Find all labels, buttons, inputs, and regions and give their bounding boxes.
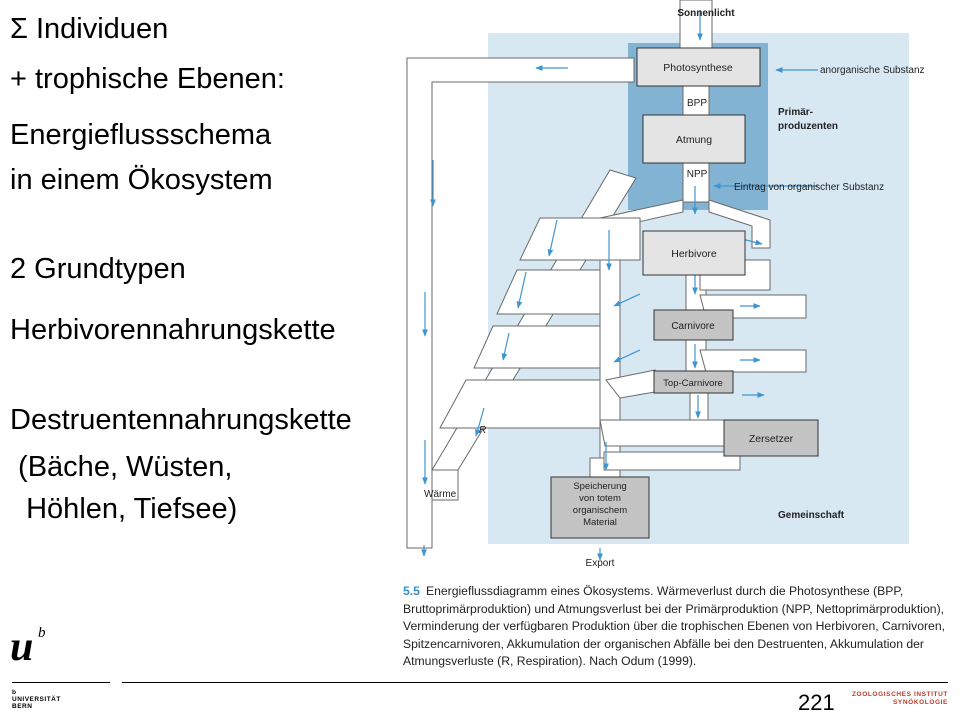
box-top-carnivore	[653, 370, 734, 394]
university-logo-u: u	[10, 624, 34, 670]
slide-line-2: + trophische Ebenen:	[10, 63, 285, 95]
label-zersetzer: Zersetzer	[749, 433, 794, 445]
label-carnivore: Carnivore	[671, 321, 715, 332]
institute-name-1: ZOOLOGISCHES INSTITUT	[851, 691, 948, 698]
label-gemeinschaft: Gemeinschaft	[778, 510, 845, 521]
label-atmung: Atmung	[676, 134, 712, 146]
label-primaer-1: Primär-	[778, 107, 813, 118]
label-eintrag: Eintrag von organischer Substanz	[734, 182, 884, 193]
label-anorganische: anorganische Substanz	[820, 65, 925, 76]
institute-name-2: SYNÖKOLOGIE	[893, 699, 948, 706]
box-zersetzer	[723, 419, 819, 457]
page-number: 221	[798, 690, 835, 715]
slide-line-3: Energieflussschema	[10, 119, 272, 151]
label-speicherung-2: von totem	[579, 493, 621, 504]
box-herbivore	[642, 230, 746, 276]
label-speicherung-4: Material	[583, 517, 617, 528]
university-name-2: BERN	[12, 703, 33, 710]
label-npp: NPP	[687, 169, 708, 180]
label-waerme: Wärme	[424, 489, 457, 500]
label-speicherung-1: Speicherung	[573, 481, 626, 492]
slide-line-6: Herbivorennahrungskette	[10, 314, 336, 346]
university-name-b: b	[12, 689, 17, 696]
slide-line-5: 2 Grundtypen	[10, 253, 186, 285]
label-bpp: BPP	[687, 98, 707, 109]
label-export: Export	[586, 558, 615, 569]
box-photosynthese	[636, 47, 761, 87]
label-r: R	[479, 425, 486, 436]
footer-rule-left	[12, 682, 110, 683]
university-logo-b: b	[38, 625, 46, 641]
box-atmung	[642, 114, 746, 164]
caption-text: Energieflussdiagramm eines Ökosystems. W…	[403, 584, 945, 668]
slide-line-9: Höhlen, Tiefsee)	[10, 493, 238, 525]
institute-name: ZOOLOGISCHES INSTITUT SYNÖKOLOGIE	[852, 691, 948, 707]
university-name-1: UNIVERSITÄT	[12, 696, 61, 703]
figure-number: 5.5	[403, 584, 420, 598]
boxes	[550, 47, 819, 539]
box-carnivore	[653, 309, 734, 341]
box-speicherung	[550, 476, 650, 539]
label-primaer-2: produzenten	[778, 121, 838, 132]
slide-line-7: Destruentennahrungskette	[10, 404, 352, 436]
label-speicherung-3: organischem	[573, 505, 627, 516]
slide-line-4: in einem Ökosystem	[10, 164, 273, 196]
label-herbivore: Herbivore	[671, 248, 717, 260]
label-photosynthese: Photosynthese	[663, 62, 733, 74]
footer-rule-right	[122, 682, 948, 683]
label-top-carnivore: Top-Carnivore	[663, 378, 723, 389]
university-name: b UNIVERSITÄT BERN	[12, 689, 61, 710]
slide-line-1: Σ Individuen	[10, 13, 169, 45]
label-sonnenlicht: Sonnenlicht	[677, 8, 735, 19]
slide-line-8: (Bäche, Wüsten,	[10, 451, 233, 483]
